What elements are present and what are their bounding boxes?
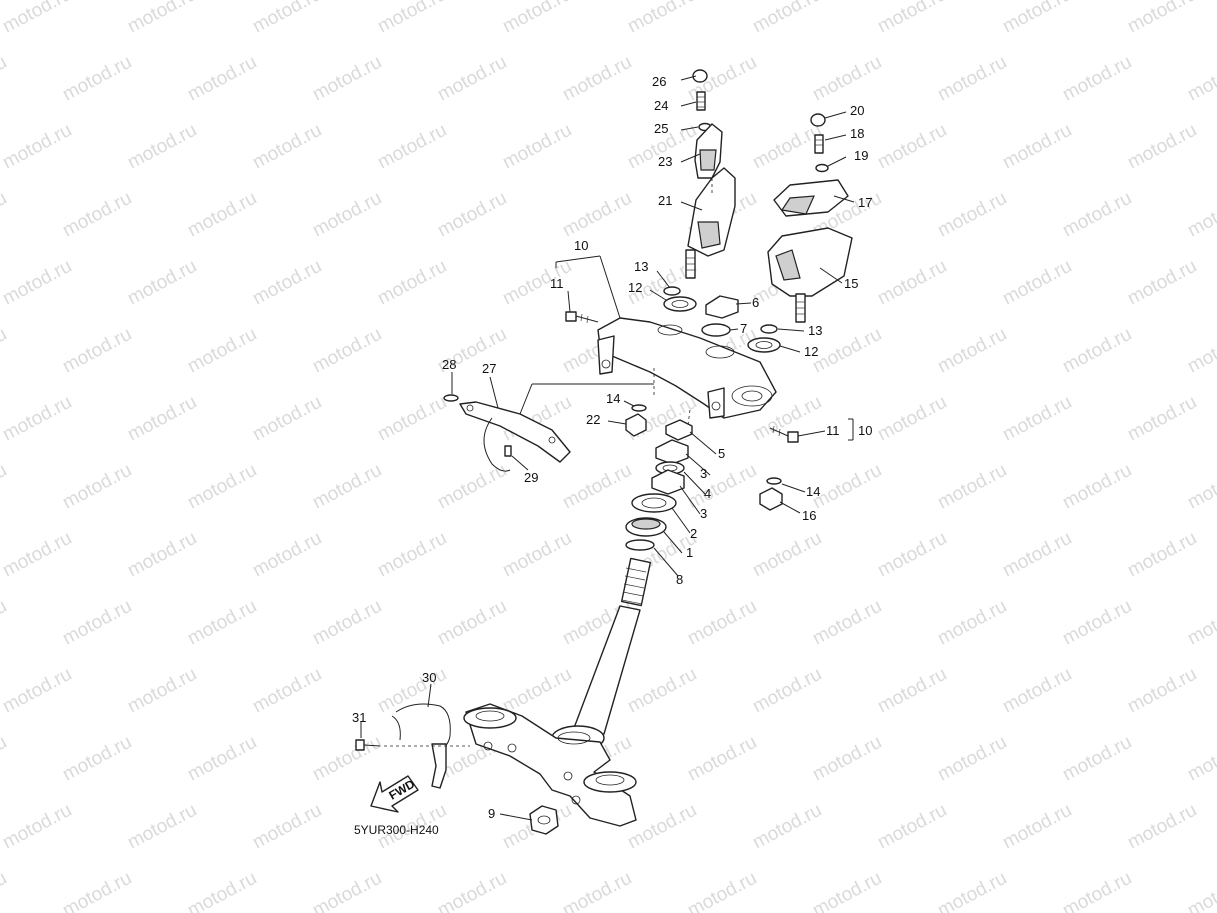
callout-15: 15 xyxy=(844,276,858,291)
callout-30: 30 xyxy=(422,670,436,685)
callout-7: 7 xyxy=(740,321,747,336)
callout-23: 23 xyxy=(658,154,672,169)
callout-13: 13 xyxy=(808,323,822,338)
callout-numbers: 1233456789101011111212131314141516171819… xyxy=(352,74,872,821)
stem-hardware[interactable] xyxy=(625,404,783,551)
fwd-arrow: FWD xyxy=(370,775,419,813)
callout-1: 1 xyxy=(686,545,693,560)
callout-21: 21 xyxy=(658,193,672,208)
callout-14: 14 xyxy=(806,484,820,499)
callout-19: 19 xyxy=(854,148,868,163)
callout-26: 26 xyxy=(652,74,666,89)
callout-11: 11 xyxy=(826,423,840,438)
callout-28: 28 xyxy=(442,357,456,372)
callout-6: 6 xyxy=(752,295,759,310)
callout-27: 27 xyxy=(482,361,496,376)
callout-20: 20 xyxy=(850,103,864,118)
handlebar-holder-left[interactable] xyxy=(685,69,736,279)
handlebar-holder-right[interactable] xyxy=(767,113,853,323)
pinch-bolt-left[interactable] xyxy=(565,311,599,324)
callout-24: 24 xyxy=(654,98,668,113)
pinch-bolt-right[interactable] xyxy=(769,425,799,443)
callout-9: 9 xyxy=(488,806,495,821)
callout-25: 25 xyxy=(654,121,668,136)
callout-12: 12 xyxy=(628,280,642,295)
upper-dampers[interactable] xyxy=(663,286,781,353)
leader-lines xyxy=(360,75,855,821)
callout-13: 13 xyxy=(634,259,648,274)
under-bracket[interactable] xyxy=(463,557,652,827)
callout-17: 17 xyxy=(858,195,872,210)
callout-11: 11 xyxy=(550,276,564,291)
hose-guide-bracket[interactable] xyxy=(355,703,470,789)
callout-2: 2 xyxy=(690,526,697,541)
upper-bracket[interactable] xyxy=(597,317,777,441)
callout-10: 10 xyxy=(858,423,872,438)
callout-31: 31 xyxy=(352,710,366,725)
callout-3: 3 xyxy=(700,506,707,521)
diagram-code: 5YUR300-H240 xyxy=(354,823,439,837)
callout-12: 12 xyxy=(804,344,818,359)
stem-nut-bottom[interactable] xyxy=(529,805,559,835)
callout-10: 10 xyxy=(574,238,588,253)
callout-22: 22 xyxy=(586,412,600,427)
callout-29: 29 xyxy=(524,470,538,485)
callout-4: 4 xyxy=(704,486,711,501)
callout-18: 18 xyxy=(850,126,864,141)
callout-5: 5 xyxy=(718,446,725,461)
callout-8: 8 xyxy=(676,572,683,587)
callout-3: 3 xyxy=(700,466,707,481)
callout-14: 14 xyxy=(606,391,620,406)
callout-16: 16 xyxy=(802,508,816,523)
cable-guide[interactable] xyxy=(443,394,571,472)
